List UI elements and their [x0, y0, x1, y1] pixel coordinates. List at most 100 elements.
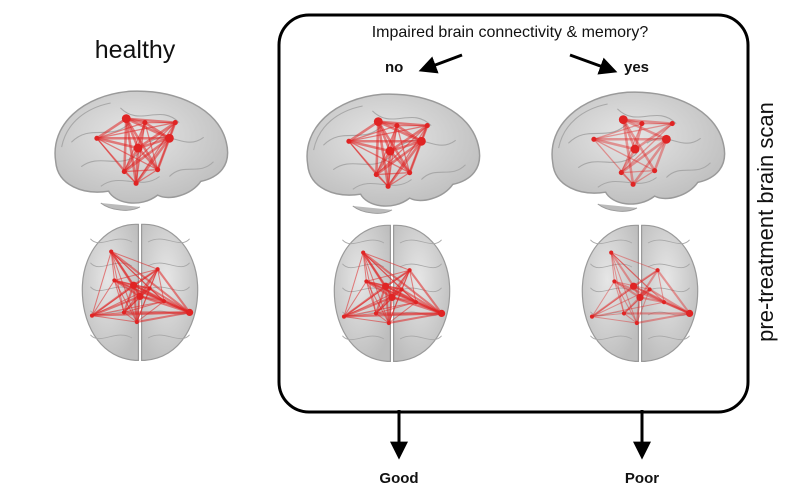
network-node	[589, 314, 595, 319]
connection-edge	[343, 281, 367, 317]
network-node	[133, 143, 143, 153]
connection-edge	[623, 118, 673, 125]
network-node	[364, 279, 369, 284]
connection-edge	[389, 124, 428, 153]
connection-edge	[362, 251, 443, 315]
connection-edge	[622, 119, 656, 172]
network-node	[630, 144, 640, 154]
connection-edge	[124, 169, 158, 173]
connection-edge	[593, 122, 673, 140]
connection-edge	[135, 296, 142, 323]
gyrus	[577, 152, 638, 169]
connection-edge	[144, 121, 171, 140]
gyrus	[342, 335, 385, 341]
network-node	[373, 172, 379, 178]
connection-edge	[593, 138, 655, 172]
connection-edge	[110, 251, 165, 302]
connection-edge	[396, 124, 423, 143]
network-node	[618, 170, 624, 176]
connection-edge	[633, 285, 691, 315]
connection-edge	[409, 270, 417, 303]
gyrus	[399, 239, 442, 245]
arrow-right-icon	[569, 53, 618, 75]
connection-edge	[632, 170, 655, 185]
connection-edge	[388, 270, 411, 324]
network-node	[636, 293, 644, 301]
network-node	[424, 123, 430, 129]
network-node	[407, 268, 412, 273]
brain-stem	[597, 203, 638, 212]
connection-edge	[620, 172, 634, 185]
gyrus	[647, 239, 690, 245]
hemisphere	[581, 224, 639, 363]
connection-edge	[96, 121, 146, 139]
connection-edge	[96, 121, 176, 139]
network-node	[109, 249, 114, 254]
connection-edge	[656, 269, 691, 315]
connection-edge	[591, 316, 637, 324]
connection-edge	[387, 297, 394, 324]
connection-edge	[613, 280, 691, 315]
connection-edge	[387, 125, 428, 187]
network-node	[164, 133, 174, 143]
connection-edge	[623, 289, 650, 314]
gyrus	[590, 287, 633, 293]
connection-edge	[375, 289, 402, 314]
connection-edge	[639, 269, 659, 298]
connection-edge	[610, 252, 638, 324]
network-node	[661, 300, 667, 305]
network-node	[155, 167, 161, 173]
poor-outcome-label: Poor	[624, 470, 660, 487]
connection-edge	[623, 296, 641, 315]
network-node	[142, 120, 148, 126]
connection-edge	[110, 250, 191, 314]
connection-edge	[156, 268, 191, 314]
gyrus	[342, 239, 385, 245]
connection-edge	[91, 251, 112, 316]
connection-edge	[593, 122, 643, 140]
lateral-brain	[551, 91, 726, 212]
network-node	[612, 279, 617, 284]
gyrus	[590, 335, 633, 341]
connection-edge	[591, 301, 665, 318]
gyrus	[617, 108, 677, 124]
connection-edge	[653, 138, 668, 172]
network-node	[647, 287, 652, 292]
hemisphere	[81, 223, 139, 362]
network-node	[618, 115, 628, 125]
connection-edge	[137, 121, 176, 150]
question-text: Impaired brain connectivity & memory?	[371, 24, 649, 41]
connection-edge	[123, 122, 176, 173]
connection-edge	[111, 251, 158, 270]
connection-edge	[96, 137, 139, 150]
gyrus	[90, 334, 133, 340]
network-node	[385, 146, 395, 156]
gyrus	[590, 239, 633, 245]
connection-edge	[610, 252, 625, 314]
connection-edge	[663, 301, 691, 315]
connection-edge	[91, 311, 125, 317]
network-node	[121, 169, 127, 175]
gyrus	[646, 137, 702, 144]
connection-edge	[136, 311, 190, 324]
network-node	[341, 314, 347, 319]
yes-label: yes	[624, 59, 650, 76]
connection-edge	[613, 280, 641, 299]
connection-edge	[384, 286, 390, 324]
hemisphere	[333, 224, 391, 363]
healthy-label: healthy	[94, 36, 176, 64]
connection-edge	[110, 251, 138, 323]
network-node	[373, 117, 383, 127]
connection-edge	[591, 285, 635, 318]
connection-edge	[649, 288, 691, 315]
gyrus	[558, 103, 608, 149]
connection-edge	[96, 117, 127, 140]
connection-edge	[91, 280, 115, 316]
gyrus	[372, 110, 432, 126]
gyrus	[590, 263, 633, 269]
connection-edge	[123, 268, 159, 313]
network-node	[630, 282, 638, 290]
connection-edge	[157, 269, 165, 302]
brain-stem	[100, 202, 141, 211]
brain-stem	[352, 205, 393, 214]
